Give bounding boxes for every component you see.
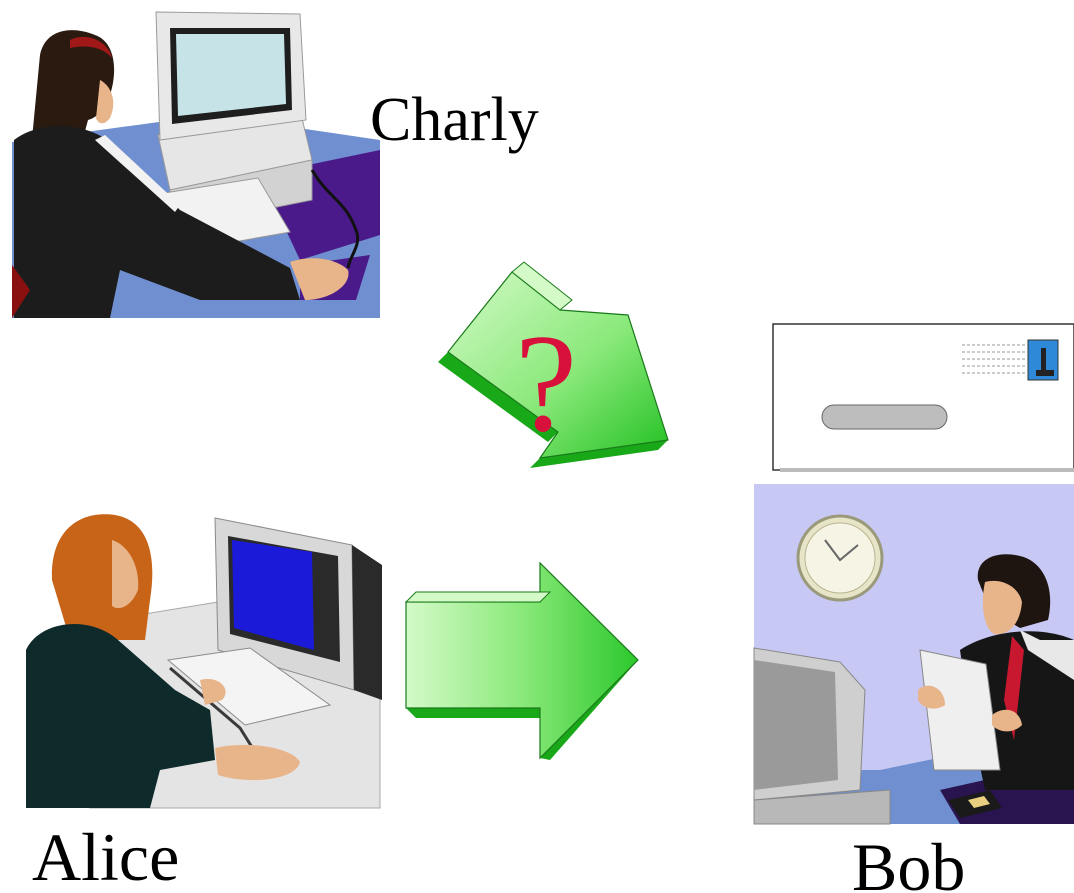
- envelope-icon: [772, 323, 1074, 472]
- direct-arrow-icon: [404, 561, 639, 760]
- alice-computer-icon: [26, 514, 382, 809]
- question-mark: ?: [515, 306, 577, 461]
- alice-label: Alice: [32, 819, 179, 893]
- intercept-arrow-icon: [438, 261, 669, 468]
- charly-computer-icon: [12, 11, 380, 318]
- charly-label: Charly: [370, 86, 539, 154]
- bob-label: Bob: [852, 829, 965, 893]
- bob-reading-letter-icon: [753, 484, 1074, 825]
